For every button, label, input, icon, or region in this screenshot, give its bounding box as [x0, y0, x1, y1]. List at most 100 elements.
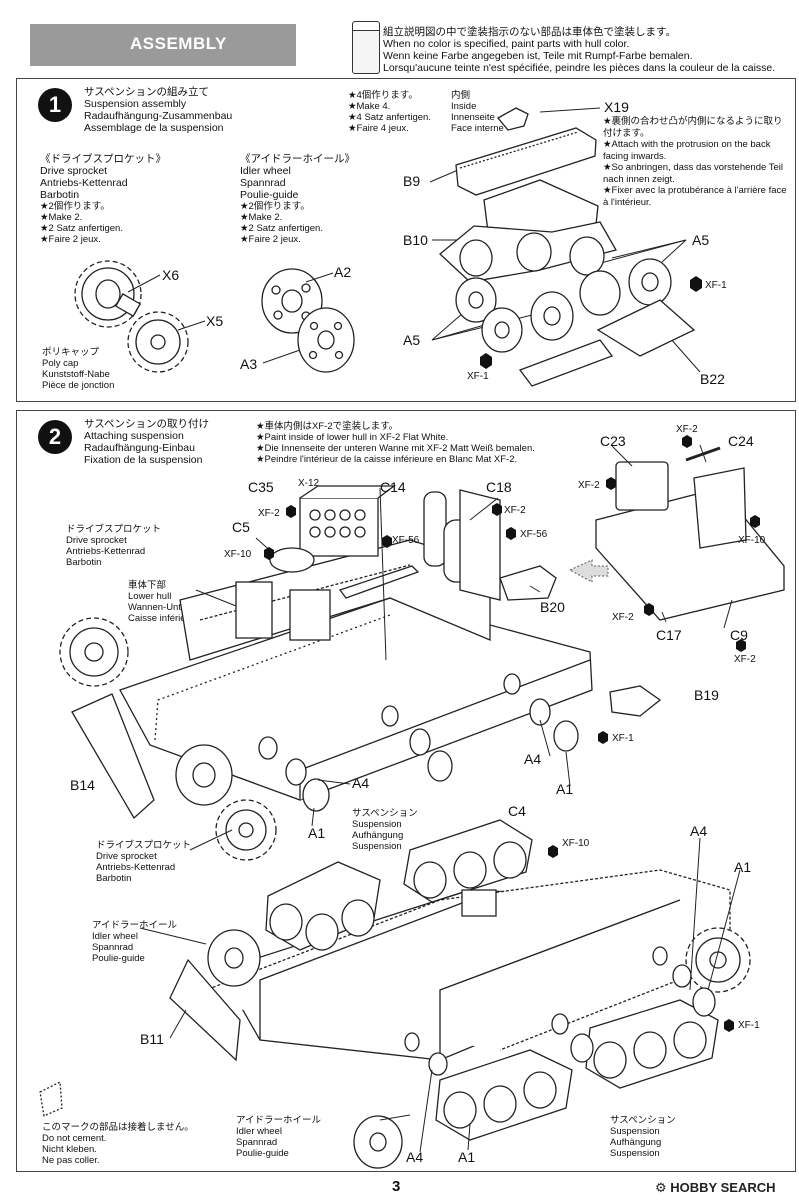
caption-line: ポリキャップ — [42, 347, 100, 358]
caption-line: Barbotin — [96, 873, 132, 884]
caption-line: Suspension — [352, 819, 402, 830]
fuel-tank-drawing — [423, 489, 501, 601]
step1-title-fr: Assemblage de la suspension — [84, 122, 224, 134]
note-line: ★Fixer avec la protubérance à l'arrière … — [603, 185, 787, 208]
paint-xf2-e: XF-2 — [612, 612, 634, 623]
part-b9: B9 — [403, 173, 421, 189]
caption-line: Pièce de jonction — [42, 380, 115, 391]
no-cement-icon — [39, 1080, 63, 1117]
paint-xf2-a: XF-2 — [258, 508, 280, 519]
step2-idler-caption: アイドラーホイール Idler wheel Spannrad Poulie-gu… — [92, 920, 177, 964]
suspension-units-lower — [265, 819, 719, 1141]
paint-line: ★車体内側はXF-2で塗装します。 — [256, 421, 399, 432]
part-a1-upper-right: A1 — [556, 781, 574, 797]
part-a2: A2 — [334, 264, 352, 280]
caption-line: 《アイドラーホイール》 — [240, 153, 355, 165]
caption-line: Suspension — [610, 1148, 660, 1159]
caption-line: 車体下部 — [128, 580, 167, 591]
idler-drawing-mid — [207, 929, 261, 987]
paint-xf2-d: XF-2 — [578, 480, 600, 491]
paint-xf10-a: XF-10 — [224, 549, 252, 560]
sprocket-x6-drawing — [74, 260, 142, 328]
step1-number: 1 — [38, 88, 72, 122]
part-b14: B14 — [70, 777, 95, 793]
part-a4-upper-right: A4 — [524, 751, 542, 767]
part-b22: B22 — [700, 371, 725, 387]
caption-line: Poulie-guide — [236, 1148, 289, 1159]
part-a5-upper: A5 — [692, 232, 710, 248]
step2-lower-hull-caption: 車体下部 Lower hull Wannen-Unterteil Caisse … — [128, 580, 202, 624]
part-b11: B11 — [140, 1031, 164, 1047]
part-x5: X5 — [206, 313, 224, 329]
part-x6: X6 — [162, 267, 180, 283]
part-b20-drawing — [499, 565, 557, 601]
caption-line: Idler wheel — [92, 931, 138, 942]
caption-line: Barbotin — [40, 189, 80, 201]
lower-hull-drawing-lower — [179, 869, 731, 1061]
part-b20: B20 — [540, 599, 565, 615]
step1-idler-caption: 《アイドラーホイール》 Idler wheel Spannrad Poulie-… — [240, 153, 355, 245]
caption-line: Barbotin — [66, 557, 102, 568]
step2-title-de: Radaufhängung-Einbau — [84, 442, 195, 454]
step2-suspension2-caption: サスペンション Suspension Aufhängung Suspension — [610, 1115, 676, 1159]
qty-line: ★2個作ります。 — [240, 201, 310, 212]
assembly-arrow-icon — [568, 559, 609, 583]
caption-line: Antriebs-Kettenrad — [96, 862, 176, 873]
paint-xf2-b: XF-2 — [504, 505, 526, 516]
step1-inside-label: 内側 Inside Innenseite Face interne — [451, 90, 504, 134]
qty-line: ★2 Satz anfertigen. — [240, 223, 323, 234]
part-b19-drawing — [609, 685, 662, 717]
qty-line: ★4個作ります。 — [348, 90, 418, 101]
inside-line: Innenseite — [451, 112, 495, 123]
caption-line: アイドラーホイール — [236, 1115, 322, 1126]
part-c35: C35 — [248, 479, 274, 495]
no-cement-note: このマークの部品は接着しません。 Do not cement. Nicht kl… — [42, 1122, 194, 1166]
step2-number: 2 — [38, 420, 72, 454]
paint-can-icon — [352, 21, 380, 74]
ammo-rack-drawing — [299, 485, 396, 557]
step1-title-en: Suspension assembly — [84, 98, 187, 110]
watermark-text: HOBBY SEARCH — [670, 1180, 776, 1195]
caption-line: ドライブスプロケット — [66, 524, 162, 535]
step1-polycap-caption: ポリキャップ Poly cap Kunststoff-Nabe Pièce de… — [42, 347, 114, 391]
note-line: ★Attach with the protrusion on the back … — [603, 139, 771, 162]
part-c5: C5 — [232, 519, 250, 535]
paint-line: ★Paint inside of lower hull in XF-2 Flat… — [256, 432, 449, 443]
caption-line: Spannrad — [92, 942, 134, 953]
caption-line: サスペンション — [352, 808, 418, 819]
step2-idler2-caption: アイドラーホイール Idler wheel Spannrad Poulie-gu… — [236, 1115, 321, 1159]
caption-line: 《ドライブスプロケット》 — [40, 153, 166, 165]
seat-drawing — [235, 581, 273, 639]
part-c14: C14 — [380, 479, 406, 495]
step1-title-jp: サスペンションの組み立て — [84, 86, 210, 98]
caption-line: Lower hull — [128, 591, 172, 602]
paint-xf1-b: XF-1 — [467, 371, 489, 382]
step2-title-jp: サスペンションの取り付け — [84, 418, 210, 430]
paint-note-de: Wenn keine Farbe angegeben ist, Teile mi… — [383, 50, 693, 62]
idler-drawing-lower — [353, 1115, 403, 1169]
paint-xf1-a: XF-1 — [705, 280, 727, 291]
qty-line: ★Faire 2 jeux. — [40, 234, 101, 245]
caption-line: このマークの部品は接着しません。 — [42, 1122, 194, 1133]
caption-line: Spannrad — [236, 1137, 278, 1148]
qty-line: ★2個作ります。 — [40, 201, 110, 212]
caption-line: Drive sprocket — [96, 851, 157, 862]
qty-line: ★2 Satz anfertigen. — [40, 223, 123, 234]
part-c9: C9 — [730, 627, 748, 643]
caption-line: Caisse inférieure — [128, 613, 200, 624]
caption-line: ドライブスプロケット — [96, 840, 192, 851]
caption-line: アイドラーホイール — [92, 920, 178, 931]
paint-xf10-c: XF-10 — [562, 838, 590, 849]
step1-panel — [16, 78, 796, 402]
seat-back-drawing — [289, 589, 331, 641]
caption-line: Drive sprocket — [66, 535, 127, 546]
paint-line: ★Peindre l'intérieur de la caisse inféri… — [256, 454, 518, 465]
step2-suspension-caption: サスペンション Suspension Aufhängung Suspension — [352, 808, 418, 852]
watermark: ⚙ HOBBY SEARCH — [655, 1180, 776, 1196]
paint-xf2-f: XF-2 — [734, 654, 756, 665]
road-wheels-lower — [404, 946, 716, 1076]
step1-x19-note: ★裏側の合わせ凸が内側になるように取り付けます。 ★Attach with th… — [603, 116, 789, 208]
step2-title-fr: Fixation de la suspension — [84, 454, 203, 466]
